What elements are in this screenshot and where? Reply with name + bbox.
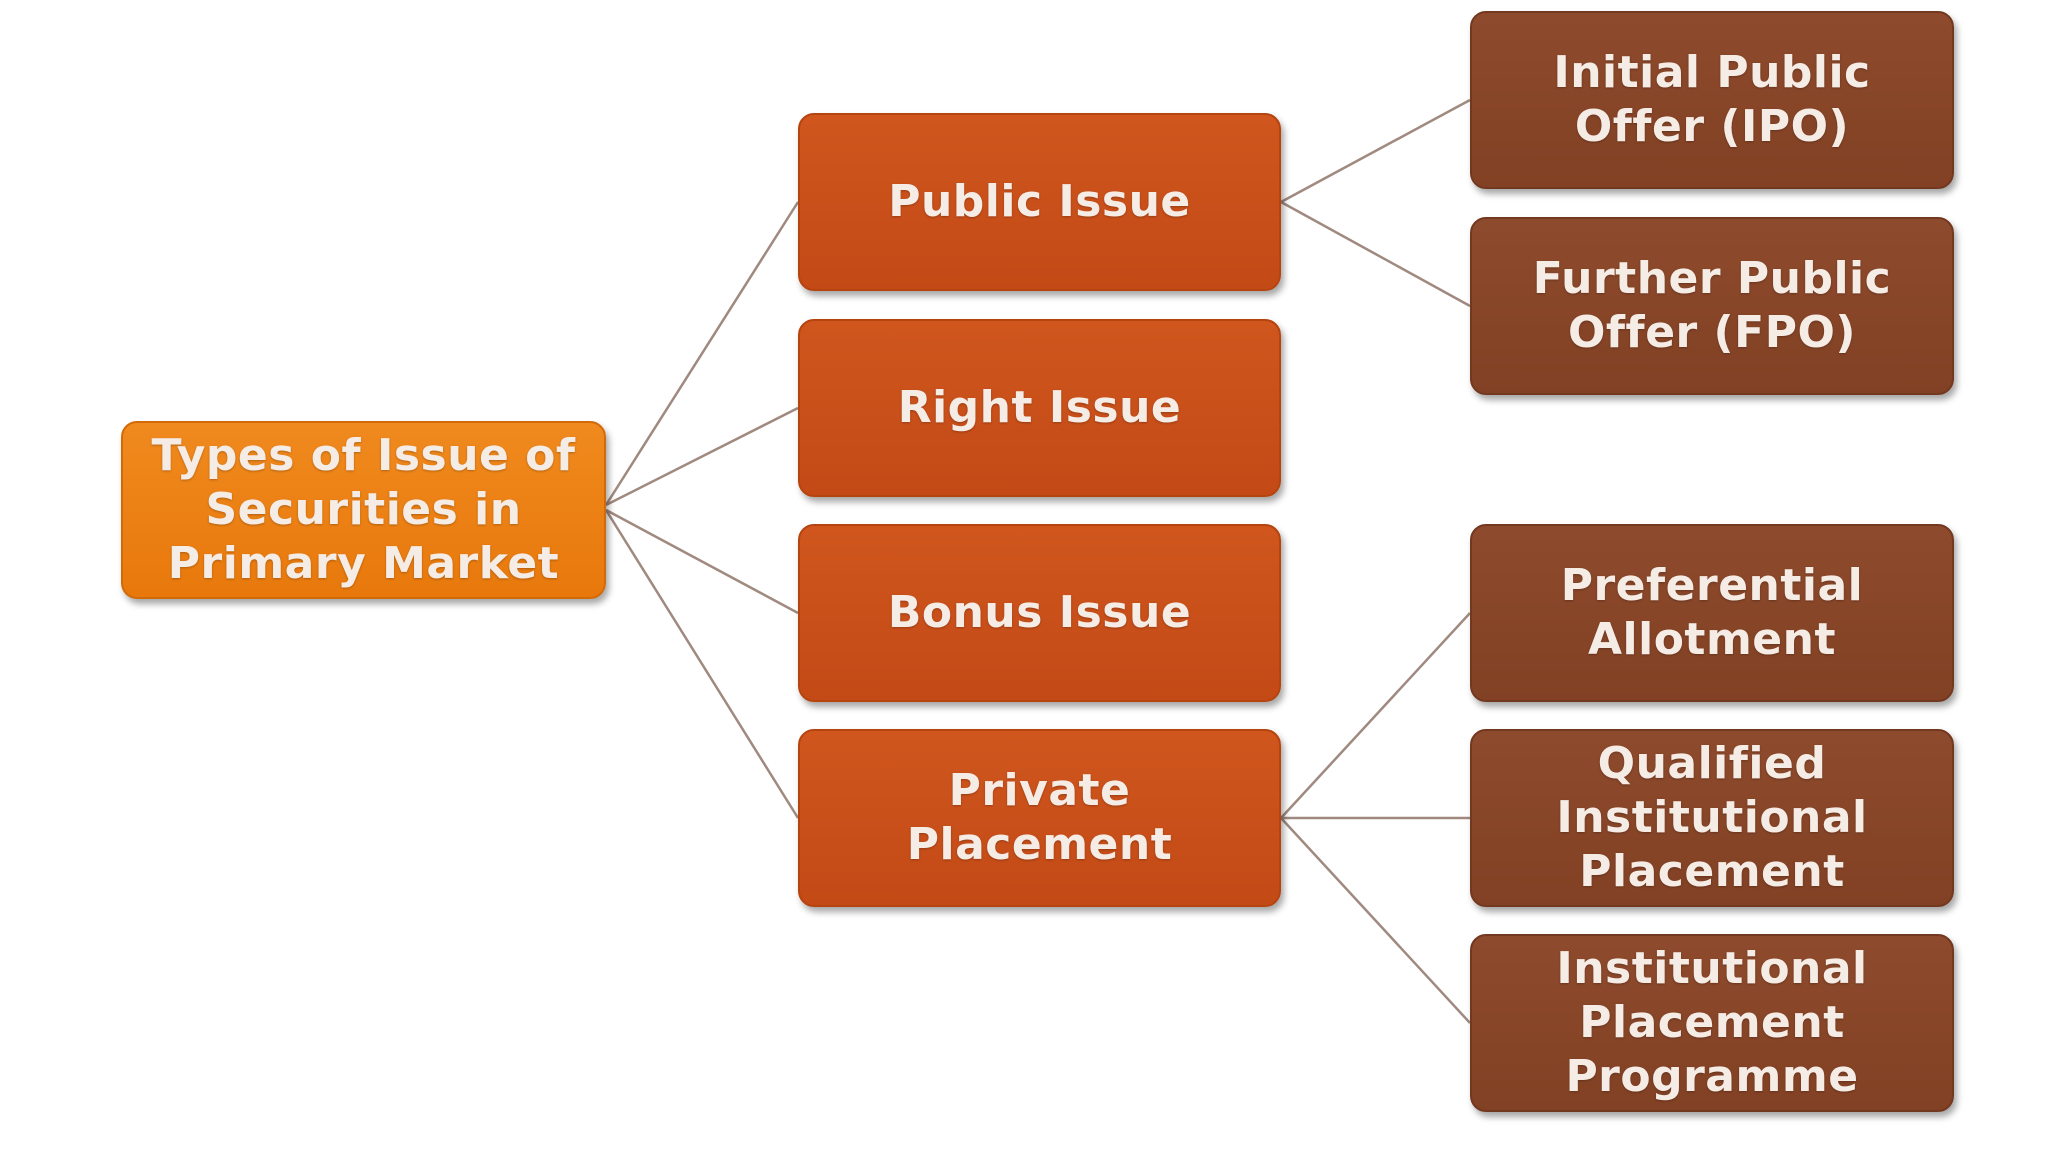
connector-root-right [605, 406, 799, 507]
fpo-node: Further Public Offer (FPO) [1470, 217, 1954, 395]
bonus-issue-node: Bonus Issue [798, 524, 1281, 702]
connector-public-fpo [1280, 200, 1471, 308]
connector-public-ipo [1280, 98, 1471, 204]
private-placement-node: Private Placement [798, 729, 1281, 907]
right-issue-node: Right Issue [798, 319, 1281, 497]
connector-root-public [604, 201, 800, 506]
public-issue-node: Public Issue [798, 113, 1281, 291]
connector-private-pref [1280, 612, 1471, 819]
qualified-institutional-placement-node: Qualified Institutional Placement [1470, 729, 1954, 907]
institutional-placement-programme-node: Institutional Placement Programme [1470, 934, 1954, 1112]
root-node: Types of Issue of Securities in Primary … [121, 421, 606, 599]
connector-root-private [604, 509, 800, 819]
ipo-node: Initial Public Offer (IPO) [1470, 11, 1954, 189]
connector-root-bonus [605, 508, 799, 615]
connector-private-ipp [1280, 817, 1471, 1024]
preferential-allotment-node: Preferential Allotment [1470, 524, 1954, 702]
